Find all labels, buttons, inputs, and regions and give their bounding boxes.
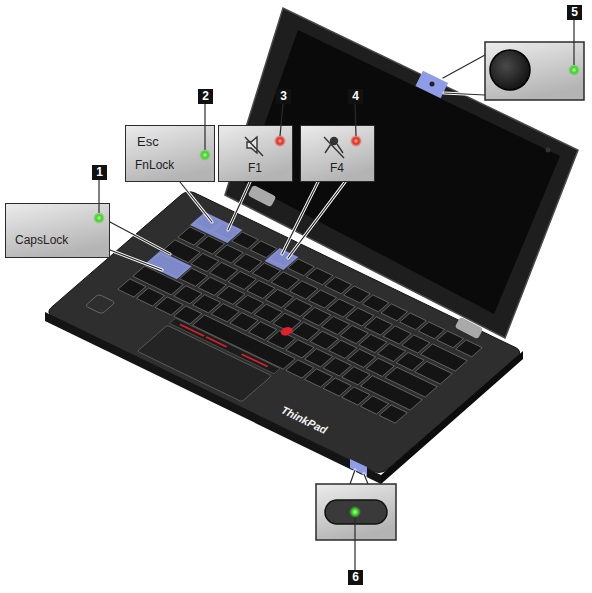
keyboard-key bbox=[456, 340, 483, 357]
key-label: Esc bbox=[137, 135, 159, 149]
fingerprint-reader bbox=[85, 294, 115, 314]
keyboard-key bbox=[400, 313, 427, 330]
keyboard-key bbox=[379, 405, 407, 423]
callout-number: 6 bbox=[348, 570, 363, 585]
key-callout-box: CapsLock bbox=[5, 203, 110, 258]
keyboard-key bbox=[362, 295, 389, 312]
callout-number: 3 bbox=[276, 89, 291, 104]
keyboard-key bbox=[306, 268, 333, 285]
keyboard-key bbox=[344, 286, 371, 303]
callout-number: 2 bbox=[198, 89, 213, 104]
key-label: FnLock bbox=[135, 159, 174, 172]
key-label: CapsLock bbox=[15, 234, 68, 247]
key-box-fill bbox=[218, 125, 293, 182]
key-box-fill bbox=[125, 125, 215, 182]
keyboard-key bbox=[325, 277, 352, 294]
base-front-edge bbox=[45, 312, 381, 484]
key-callout-box: F4 bbox=[300, 125, 375, 182]
indicator-leds bbox=[93, 64, 580, 518]
power-button bbox=[325, 500, 387, 524]
hinge bbox=[248, 185, 277, 207]
base-side-edge bbox=[381, 351, 523, 484]
callout-number: 4 bbox=[348, 89, 363, 104]
key-callout-box: F1 bbox=[218, 125, 293, 182]
power-box bbox=[316, 484, 396, 540]
trackpoint bbox=[278, 326, 295, 337]
camera-box bbox=[485, 42, 584, 100]
hinge bbox=[455, 317, 484, 339]
key-callout-box: EscFnLock bbox=[125, 125, 215, 182]
key-label: F1 bbox=[248, 162, 262, 175]
callout-number: 1 bbox=[92, 165, 107, 180]
mic-mute-icon bbox=[324, 137, 344, 158]
sensor bbox=[546, 148, 551, 153]
callout-squares bbox=[92, 5, 582, 585]
callout-number: 5 bbox=[567, 5, 582, 20]
keyboard-key bbox=[437, 331, 464, 348]
keyboard-key bbox=[418, 322, 445, 339]
key-label: F4 bbox=[330, 162, 344, 175]
key-box-fill bbox=[300, 125, 375, 182]
camera-lens bbox=[490, 50, 530, 90]
keyboard-key bbox=[381, 304, 408, 321]
mute-speaker-icon bbox=[245, 137, 263, 156]
key-box-fill bbox=[5, 203, 110, 258]
leader-lines bbox=[110, 55, 485, 484]
camera bbox=[430, 82, 435, 87]
